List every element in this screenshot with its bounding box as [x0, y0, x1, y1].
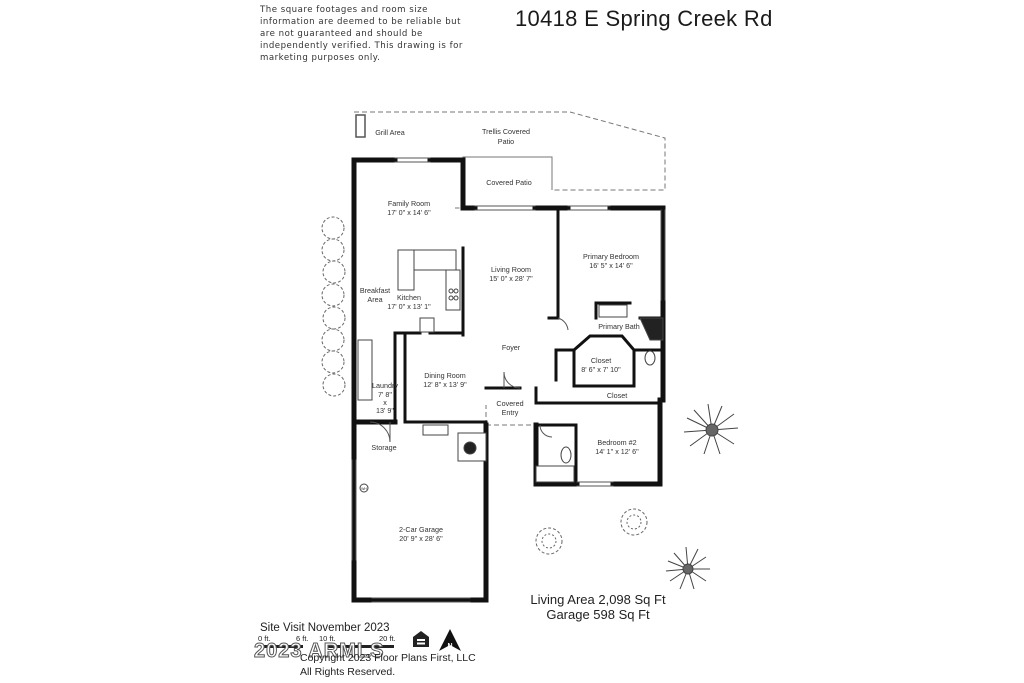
label-dining-room: Dining Room	[424, 371, 466, 380]
fixtures	[357, 249, 664, 493]
primary-tub	[639, 317, 664, 341]
disclaimer-text: The square footages and room size inform…	[260, 5, 463, 63]
label-dining-room-dims: 12' 8" x 13' 9"	[423, 380, 467, 389]
label-closet-primary: Closet	[591, 356, 611, 365]
kitchen-counter-west	[397, 249, 415, 291]
wall-north-living	[460, 205, 666, 309]
label-primary-bedroom: Primary Bedroom	[583, 252, 639, 261]
label-grill-area: Grill Area	[375, 128, 405, 137]
property-address: 10418 E Spring Creek Rd	[515, 6, 773, 31]
copyright-line: Copyright 2023 Floor Plans First, LLC	[300, 652, 476, 664]
wall-east-bath	[610, 303, 666, 487]
scale-label-6: 6 ft.	[296, 634, 309, 643]
scale-label-10: 10 ft.	[319, 634, 336, 643]
label-trellis-patio-2: Patio	[498, 137, 514, 146]
armls-watermark: 2023 ARMLS	[253, 640, 385, 663]
label-storage: Storage	[371, 443, 396, 452]
label-covered-patio: Covered Patio	[486, 178, 532, 187]
label-family-room: Family Room	[388, 199, 430, 208]
garage-door-line	[371, 597, 471, 603]
laundry-counter	[357, 339, 373, 401]
scale-bar: 0 ft. 6 ft. 10 ft. 20 ft.	[256, 634, 406, 654]
label-bedroom2: Bedroom #2	[597, 438, 636, 447]
stove-burner	[448, 288, 454, 294]
kitchen-island	[419, 317, 435, 333]
copyright-block: Copyright 2023 Floor Plans First, LLC Al…	[300, 651, 476, 679]
scale-label-20: 20 ft.	[379, 634, 396, 643]
shrub-round-2	[620, 508, 648, 536]
toilet-primary	[644, 350, 656, 366]
label-garage: 2-Car Garage	[399, 525, 443, 534]
landscape-shrubs	[321, 216, 648, 555]
rights-line: All Rights Reserved.	[300, 666, 396, 678]
label-laundry-dim1: 7' 8"	[378, 390, 392, 399]
door-primary	[557, 317, 569, 331]
label-breakfast-2: Area	[367, 295, 382, 304]
scale-bar-segment	[303, 645, 328, 648]
toilet-bath2	[560, 446, 572, 464]
north-letter: N	[447, 643, 452, 650]
door-entry	[503, 371, 521, 389]
mechanical-fan	[463, 441, 477, 455]
label-closet-bedroom2: Closet	[607, 391, 627, 400]
site-visit-text: Site Visit November 2023	[260, 622, 390, 634]
label-laundry-x: x	[383, 398, 387, 407]
door-garage	[369, 421, 391, 443]
area-summary: Living Area 2,098 Sq Ft Garage 598 Sq Ft	[528, 592, 668, 622]
garage-storage-shelf	[422, 424, 449, 436]
bath-tub	[535, 465, 575, 483]
door-bath2	[539, 424, 553, 438]
shrub-round-1	[535, 527, 563, 555]
palm-tree-2	[665, 546, 710, 590]
label-living-room: Living Room	[491, 265, 531, 274]
label-bedroom2-dims: 14' 1" x 12' 6"	[595, 447, 639, 456]
wall-foyer-east	[554, 348, 576, 382]
label-covered-entry-1: Covered	[496, 399, 523, 408]
wall-entry	[484, 386, 568, 405]
label-water-heater: WH	[361, 487, 367, 491]
north-arrow-icon: N	[439, 629, 461, 651]
label-trellis-patio-1: Trellis Covered	[482, 127, 530, 136]
label-living-room-dims: 15' 0" x 28' 7"	[489, 274, 533, 283]
equal-housing-icon	[413, 631, 429, 647]
wall-south-bed2	[533, 422, 580, 487]
palm-tree-1	[683, 403, 739, 455]
water-heater	[359, 483, 369, 493]
garage-area-text: Garage 598 Sq Ft	[546, 607, 650, 622]
label-foyer: Foyer	[502, 343, 521, 352]
label-breakfast-1: Breakfast	[360, 286, 390, 295]
scale-bar-line	[264, 645, 394, 648]
label-family-room-dims: 17' 0" x 14' 6"	[387, 208, 431, 217]
label-primary-bedroom-dims: 16' 5" x 14' 6"	[589, 261, 633, 270]
label-kitchen: Kitchen	[397, 293, 421, 302]
label-laundry: Laundry	[372, 381, 398, 390]
label-covered-entry-2: Entry	[502, 408, 519, 417]
living-area-text: Living Area 2,098 Sq Ft	[530, 592, 666, 607]
scale-label-0: 0 ft.	[258, 634, 271, 643]
bath-vanity	[598, 304, 628, 318]
label-laundry-dim2: 13' 9"	[376, 406, 394, 415]
wall-primary-west	[547, 206, 560, 320]
label-kitchen-dims: 17' 0" x 13' 1"	[387, 302, 431, 311]
door-swings	[369, 317, 569, 443]
label-closet-primary-dims: 8' 6" x 7' 10"	[581, 365, 621, 374]
shrub-cluster-left	[321, 216, 346, 397]
label-garage-dims: 20' 9" x 28' 6"	[399, 534, 443, 543]
covered-patio-outline	[463, 156, 553, 190]
label-primary-bath: Primary Bath	[598, 322, 640, 331]
grill-structure	[355, 114, 366, 138]
wall-north-family	[351, 157, 466, 211]
wall-garage-east	[351, 459, 489, 603]
wall-bath2	[534, 423, 578, 486]
